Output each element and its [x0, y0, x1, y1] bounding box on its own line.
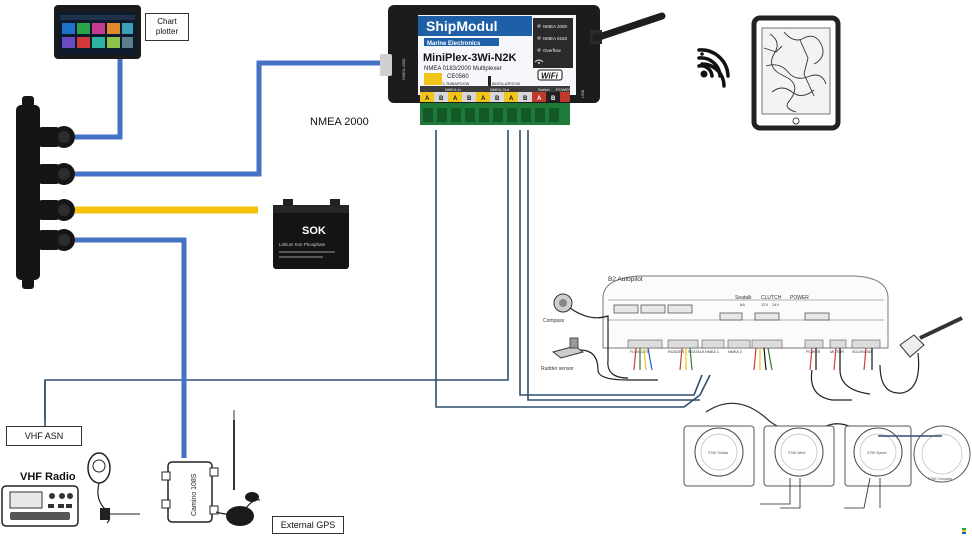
led-label-nmea0183: NMEA 0183: [543, 36, 568, 41]
ce-mark: CE0560: [447, 74, 469, 80]
corner-mark-icon: [962, 528, 966, 534]
port-letter: B: [439, 96, 444, 102]
wifi-signal-icon: [697, 48, 730, 78]
port-letter-strip: [420, 92, 570, 102]
autopilot-sub-label: 12V: [761, 302, 768, 307]
terminal-label: SOLENOID: [852, 350, 872, 354]
multiplexer-side-label: NMEA 2000: [401, 58, 406, 80]
port-letter: B: [495, 96, 500, 102]
autopilot-title: B2 Autopilot: [608, 276, 643, 283]
wifi-led-icon: [534, 59, 544, 64]
compass-sensor: [553, 293, 629, 379]
tee-connectors: [38, 126, 75, 251]
port-letter: A: [509, 96, 514, 102]
autopilot-sub-label: 24V: [772, 302, 779, 307]
vhf-radio-label: VHF Radio: [20, 471, 76, 483]
camino-label: Camino 108S: [191, 473, 198, 516]
instrument-label: ST60 Compass: [928, 477, 952, 481]
battery-text: Lithium Iron Phosphate: [279, 242, 326, 247]
port-letter: A: [537, 96, 542, 102]
terminal-label: SEATALK: [688, 350, 705, 354]
chart-plotter: [54, 5, 141, 59]
wifi-badge: WiFi: [541, 72, 559, 81]
autopilot-fuses: [613, 304, 830, 321]
camino-transponder: Camino 108S: [161, 410, 261, 526]
multiplexer-model: MiniPlex-3Wi-N2K: [423, 52, 516, 64]
fcc-id: FC R6BAPGCW: [440, 81, 470, 86]
terminal-label: MOTOR: [830, 350, 844, 354]
port-letter: A: [481, 96, 486, 102]
instrument-label: ST60 Wind: [788, 451, 805, 455]
autopilot-computer: B2 Autopilot Seatalk CLUTCH POWER 6A 12V…: [541, 275, 963, 401]
nmea2000-backbone-block: [16, 96, 75, 289]
battery-brand: SOK: [302, 225, 326, 237]
section-label-nmea-in: NMEA In: [445, 87, 461, 92]
port-letter: A: [425, 96, 430, 102]
nmea2000-label: NMEA 2000: [310, 116, 369, 128]
multiplexer-side-label-usb: USB: [580, 89, 585, 98]
tablet: [751, 15, 841, 131]
autopilot-wire-stubs: [633, 347, 873, 371]
instrument-display-2: ST60 Wind: [763, 425, 835, 487]
terminal-label: POWER: [806, 350, 821, 354]
led-label-nmea2000: NMEA 2000: [543, 24, 568, 29]
instrument-label: ST60 Speed: [867, 451, 887, 455]
instrument-display-3: ST60 Speed: [844, 425, 912, 487]
autopilot-sub-label: 6A: [740, 302, 745, 307]
instrument-display-4: ST60 Compass: [913, 425, 971, 483]
battery: SOK Lithium Iron Phosphate: [273, 199, 349, 269]
rudder-sensor: [551, 337, 658, 381]
tablet-map: [763, 31, 827, 113]
section-label-switch: Switch: [538, 87, 550, 92]
compass-label: Compass: [543, 318, 565, 324]
external-gps-label: External GPS: [272, 516, 344, 534]
multiplexer-brand-sub: Marine Electronics: [427, 41, 481, 47]
port-letter: B: [551, 96, 556, 102]
section-label-nmea-out: NMEA Out: [490, 87, 510, 92]
instrument-display-1: ST60 Tridata: [683, 425, 755, 487]
instrument-displays: ST60 Tridata ST60 Wind ST60 Speed ST60 C…: [683, 402, 971, 509]
led-label-overflow: Overflow: [543, 48, 562, 53]
port-letter: B: [467, 96, 472, 102]
chart-plotter-label: Chart plotter: [145, 13, 189, 41]
terminal-label: NMEA 1: [705, 350, 719, 354]
rudder-label: Rudder sensor: [541, 366, 574, 372]
autopilot-top-label-seatalk: Seatalk: [735, 295, 752, 301]
section-label-power: POWER: [556, 87, 571, 92]
external-gps-antenna: [226, 492, 259, 526]
instrument-label: ST60 Tridata: [708, 451, 728, 455]
multiplexer-brand: ShipModul: [426, 18, 498, 34]
chart-plotter-tiles: [62, 23, 133, 48]
port-letter: B: [523, 96, 528, 102]
terminal-label: NMEA 2: [728, 350, 742, 354]
autopilot-top-label-clutch: CLUTCH: [761, 295, 782, 301]
port-letter: A: [453, 96, 458, 102]
autopilot-top-label-power: POWER: [790, 295, 809, 301]
terminal-label: RUDDER: [668, 350, 685, 354]
vhf-radio: [1, 452, 140, 527]
ic-id: 6697A-APGCW: [492, 81, 520, 86]
multiplexer-description: NMEA 0183/2000 Multiplexer: [424, 66, 502, 72]
drive-motor: [879, 316, 963, 394]
vhf-asn-label: VHF ASN: [6, 426, 82, 446]
autopilot-terminal-rows: [627, 339, 881, 349]
shipmodul-multiplexer: ShipModul Marine Electronics MiniPlex-3W…: [380, 5, 666, 125]
